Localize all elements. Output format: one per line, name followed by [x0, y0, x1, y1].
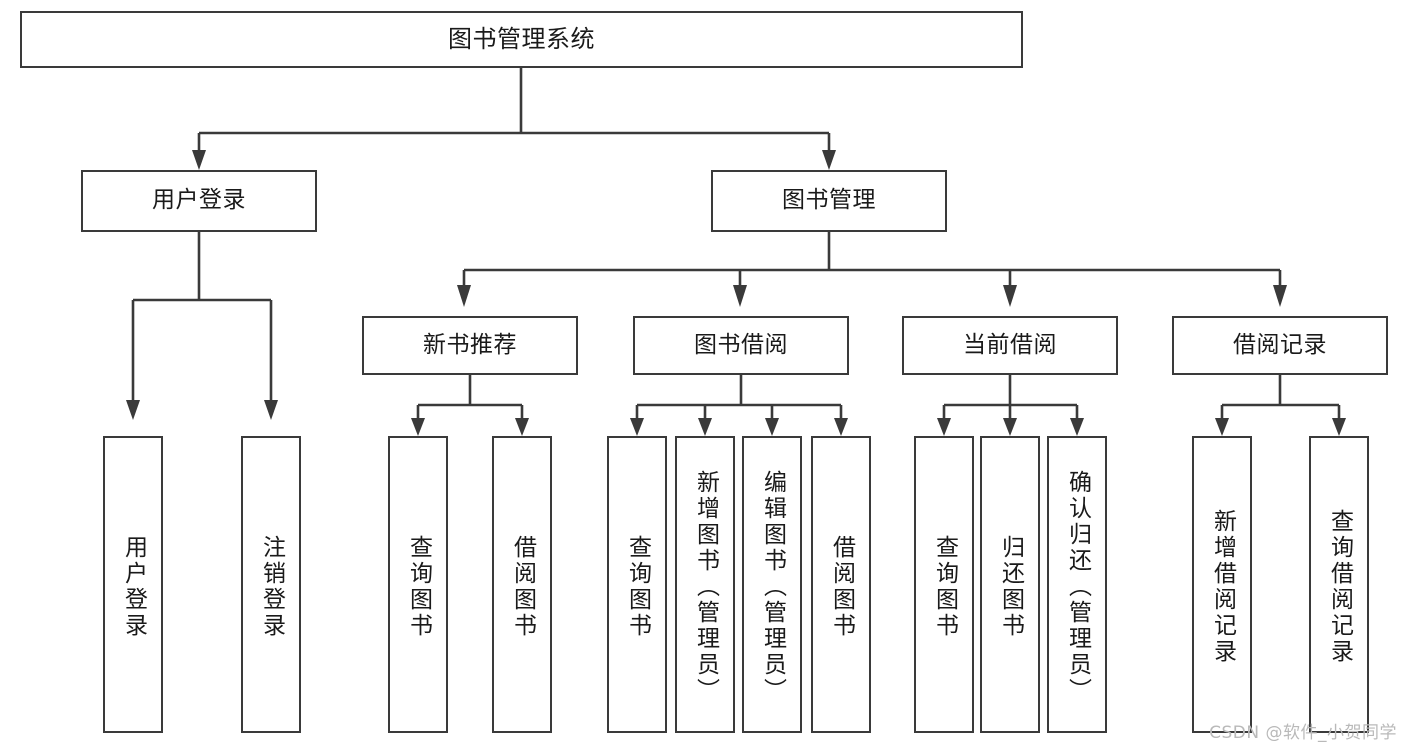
leaf-user-login[interactable]: 用户登录 [103, 436, 163, 733]
node-label: 图书管理 [782, 187, 876, 214]
node-label: 新增借阅记录 [1209, 508, 1236, 665]
node-borrow-record[interactable]: 借阅记录 [1172, 316, 1388, 375]
node-label: 归还图书 [997, 534, 1024, 639]
node-label: 新增图书（管理员） [692, 469, 719, 704]
leaf-query-borrow-record[interactable]: 查询借阅记录 [1309, 436, 1369, 733]
leaf-logout-login[interactable]: 注销登录 [241, 436, 301, 733]
node-label: 用户登录 [120, 534, 147, 639]
node-system-title[interactable]: 图书管理系统 [20, 11, 1023, 68]
node-label: 借阅图书 [828, 534, 855, 639]
node-label: 查询借阅记录 [1326, 508, 1353, 665]
leaf-query-book-borrow[interactable]: 查询图书 [607, 436, 667, 733]
node-label: 借阅图书 [509, 534, 536, 639]
node-label: 新书推荐 [423, 331, 517, 358]
node-user-login[interactable]: 用户登录 [81, 170, 317, 232]
leaf-borrow-book-new-recommend[interactable]: 借阅图书 [492, 436, 552, 733]
node-label: 查询图书 [931, 534, 958, 639]
leaf-return-book[interactable]: 归还图书 [980, 436, 1040, 733]
leaf-borrow-book-borrow[interactable]: 借阅图书 [811, 436, 871, 733]
node-label: 图书借阅 [694, 331, 788, 358]
node-label: 用户登录 [152, 187, 246, 214]
node-label: 编辑图书（管理员） [759, 469, 786, 704]
node-label: 查询图书 [624, 534, 651, 639]
node-new-book-recommend[interactable]: 新书推荐 [362, 316, 578, 375]
node-current-borrow[interactable]: 当前借阅 [902, 316, 1118, 375]
node-label: 当前借阅 [963, 331, 1057, 358]
leaf-add-book[interactable]: 新增图书（管理员） [675, 436, 735, 733]
leaf-query-book-new-recommend[interactable]: 查询图书 [388, 436, 448, 733]
leaf-confirm-return[interactable]: 确认归还（管理员） [1047, 436, 1107, 733]
node-label: 借阅记录 [1233, 331, 1327, 358]
node-label: 图书管理系统 [448, 25, 595, 54]
node-label: 确认归还（管理员） [1064, 469, 1091, 704]
leaf-edit-book[interactable]: 编辑图书（管理员） [742, 436, 802, 733]
node-book-borrow[interactable]: 图书借阅 [633, 316, 849, 375]
csdn-watermark: CSDN @软件_小贺同学 [1209, 723, 1397, 743]
node-book-management[interactable]: 图书管理 [711, 170, 947, 232]
leaf-query-book-current[interactable]: 查询图书 [914, 436, 974, 733]
node-label: 查询图书 [405, 534, 432, 639]
leaf-add-borrow-record[interactable]: 新增借阅记录 [1192, 436, 1252, 733]
node-label: 注销登录 [258, 534, 285, 639]
